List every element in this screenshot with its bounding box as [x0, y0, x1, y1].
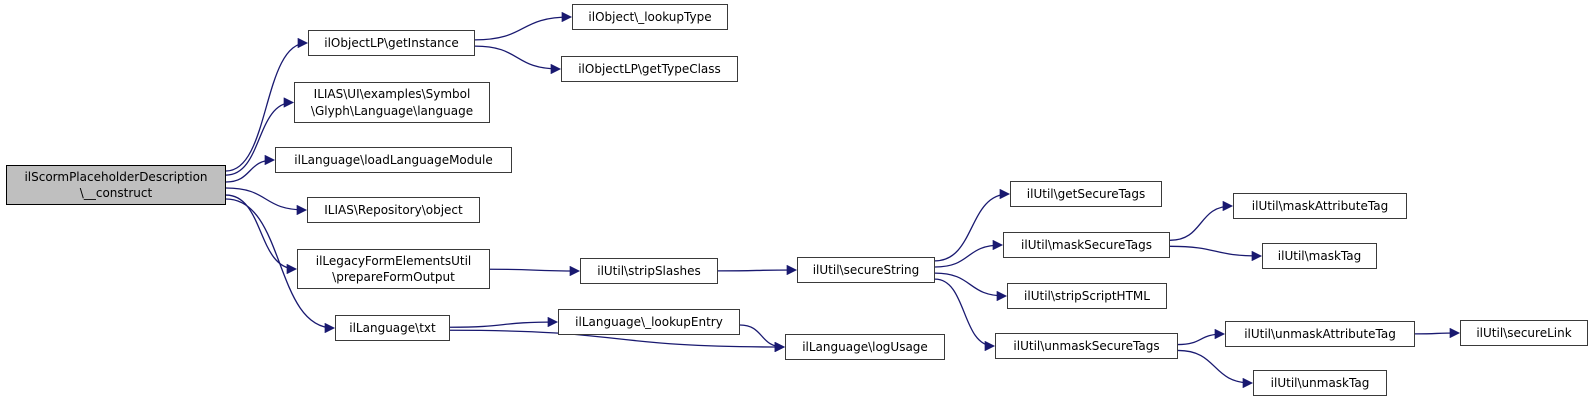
- edge-construct-to-prepare-form-output: [225, 194, 298, 275]
- edge-txt-to-lookup-entry: [449, 316, 559, 328]
- node-label: ilUtil\unmaskSecureTags: [1013, 338, 1160, 353]
- edge-prepare-form-output-to-strip-slashes: [489, 265, 581, 277]
- edge-get-instance-to-get-type-class: [474, 45, 562, 75]
- edge-unmask-secure-tags-to-unmask-tag: [1177, 349, 1254, 389]
- edge-unmask-attribute-tag-to-secure-link: [1414, 327, 1461, 339]
- edge-secure-string-to-strip-script-html: [934, 272, 1008, 302]
- node-strip-script-html[interactable]: ilUtil\stripScriptHTML: [1007, 283, 1167, 309]
- node-language-glyph[interactable]: ILIAS\UI\examples\Symbol \Glyph\Language…: [294, 82, 490, 123]
- node-get-type-class[interactable]: ilObjectLP\getTypeClass: [561, 56, 738, 82]
- edge-construct-to-load-language-module: [225, 154, 276, 183]
- node-label: ilLanguage\_lookupEntry: [575, 314, 723, 329]
- node-lookup-entry[interactable]: ilLanguage\_lookupEntry: [558, 309, 740, 335]
- node-unmask-attribute-tag[interactable]: ilUtil\unmaskAttributeTag: [1225, 321, 1415, 347]
- node-label: ilLegacyFormElementsUtil \prepareFormOut…: [315, 253, 472, 284]
- node-label: ilUtil\stripScriptHTML: [1024, 288, 1150, 303]
- node-label: ilUtil\unmaskTag: [1270, 375, 1370, 390]
- edge-secure-string-to-mask-secure-tags: [934, 239, 1004, 268]
- node-label: ilUtil\stripSlashes: [597, 263, 701, 278]
- node-secure-string[interactable]: ilUtil\secureString: [797, 257, 935, 283]
- node-mask-tag[interactable]: ilUtil\maskTag: [1262, 243, 1377, 269]
- node-get-secure-tags[interactable]: ilUtil\getSecureTags: [1010, 181, 1162, 207]
- node-label: ILIAS\Repository\object: [324, 202, 463, 217]
- edge-unmask-secure-tags-to-unmask-attribute-tag: [1177, 328, 1226, 346]
- edge-mask-secure-tags-to-mask-tag: [1169, 245, 1263, 262]
- node-label: ilUtil\getSecureTags: [1026, 186, 1146, 201]
- node-txt[interactable]: ilLanguage\txt: [335, 315, 450, 341]
- node-load-language-module[interactable]: ilLanguage\loadLanguageModule: [275, 147, 512, 173]
- edge-lookup-entry-to-log-usage: [739, 324, 786, 353]
- node-label: ilUtil\maskTag: [1277, 248, 1362, 263]
- node-unmask-secure-tags[interactable]: ilUtil\unmaskSecureTags: [995, 333, 1178, 359]
- node-label: ilLanguage\txt: [349, 320, 436, 335]
- node-unmask-tag[interactable]: ilUtil\unmaskTag: [1253, 370, 1387, 396]
- node-get-instance[interactable]: ilObjectLP\getInstance: [308, 30, 475, 56]
- node-label: ilUtil\unmaskAttributeTag: [1244, 326, 1396, 341]
- node-log-usage[interactable]: ilLanguage\logUsage: [785, 334, 945, 360]
- node-label: ilUtil\maskSecureTags: [1021, 237, 1152, 252]
- node-label: ilObjectLP\getTypeClass: [578, 61, 721, 76]
- node-label: ilObjectLP\getInstance: [324, 35, 459, 50]
- node-label: ilLanguage\logUsage: [802, 339, 928, 354]
- node-label: ILIAS\UI\examples\Symbol \Glyph\Language…: [310, 87, 474, 118]
- node-mask-attribute-tag[interactable]: ilUtil\maskAttributeTag: [1233, 193, 1407, 219]
- node-repository-object[interactable]: ILIAS\Repository\object: [307, 197, 480, 223]
- edge-mask-secure-tags-to-mask-attribute-tag: [1169, 200, 1234, 241]
- edge-secure-string-to-get-secure-tags: [934, 188, 1011, 262]
- node-label: ilUtil\secureString: [812, 262, 920, 277]
- node-mask-secure-tags[interactable]: ilUtil\maskSecureTags: [1003, 232, 1170, 258]
- edge-construct-to-repository-object: [225, 187, 308, 216]
- node-prepare-form-output[interactable]: ilLegacyFormElementsUtil \prepareFormOut…: [297, 249, 490, 289]
- node-strip-slashes[interactable]: ilUtil\stripSlashes: [580, 258, 718, 284]
- node-label: ilUtil\secureLink: [1476, 325, 1572, 340]
- node-label: ilLanguage\loadLanguageModule: [294, 152, 493, 167]
- node-label: ilScormPlaceholderDescription \__constru…: [24, 169, 208, 200]
- node-label: ilObject\_lookupType: [588, 9, 712, 24]
- node-lookup-type[interactable]: ilObject\_lookupType: [572, 4, 728, 30]
- node-construct: ilScormPlaceholderDescription \__constru…: [6, 165, 226, 205]
- edge-get-instance-to-lookup-type: [474, 11, 573, 41]
- node-secure-link[interactable]: ilUtil\secureLink: [1460, 320, 1588, 346]
- node-label: ilUtil\maskAttributeTag: [1251, 198, 1389, 213]
- edge-strip-slashes-to-secure-string: [717, 264, 798, 276]
